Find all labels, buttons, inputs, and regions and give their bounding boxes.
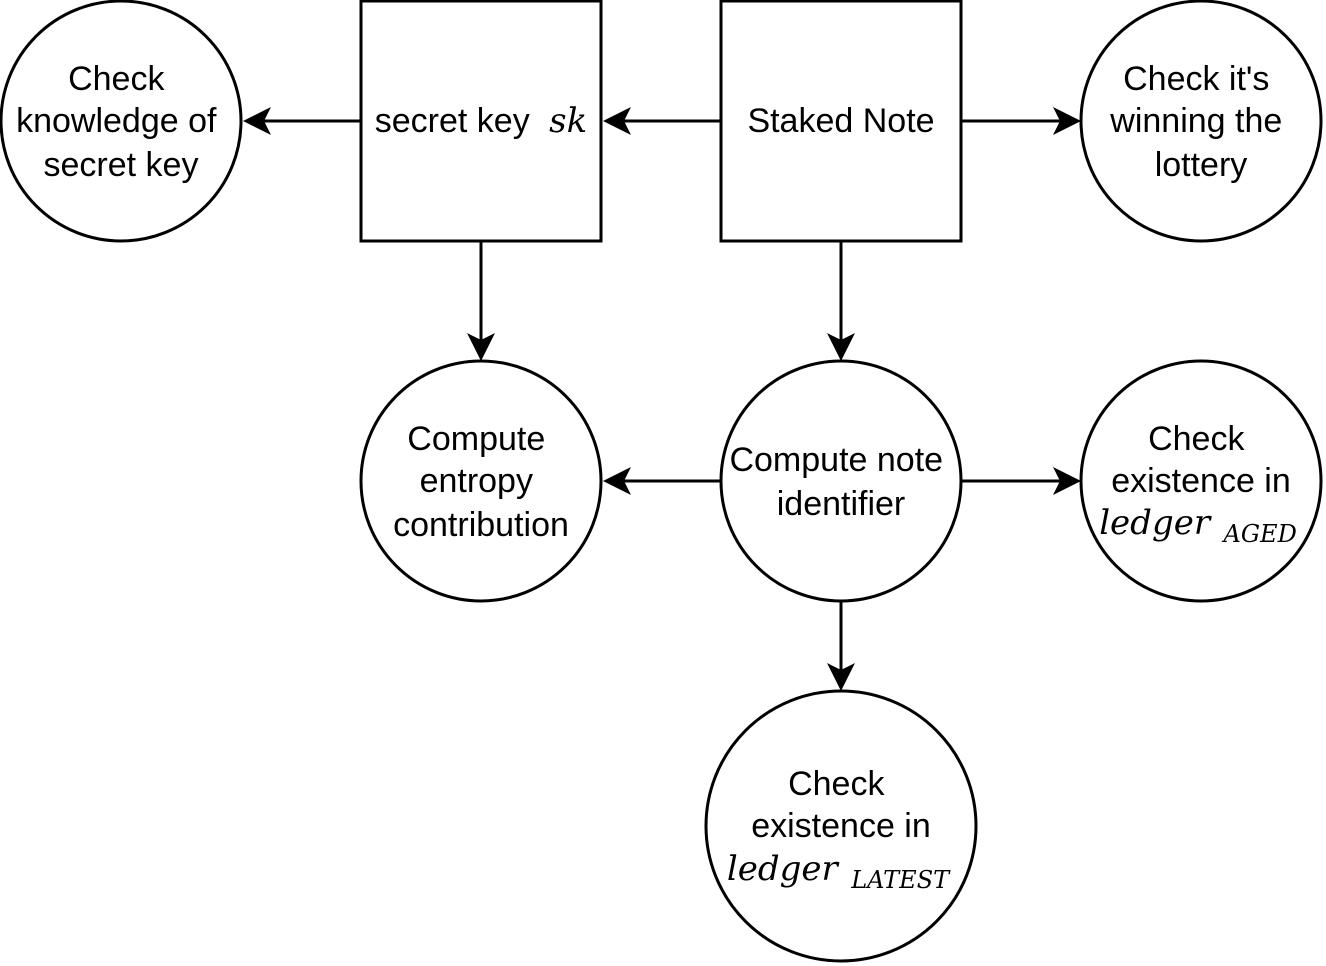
check-latest-math-sub: LATEST (850, 866, 951, 894)
node-staked-note: Staked Note (719, 0, 963, 243)
edge-staked-note-to-compute-note-id (827, 241, 855, 361)
svg-text:Check existence in: Check existence in (1111, 420, 1291, 500)
node-check-aged: Check existence in ledger AGED (1079, 359, 1323, 603)
edges (243, 107, 1081, 691)
node-compute-note-id: Compute note identifier (719, 359, 963, 603)
check-knowledge-line-2: knowledge of (16, 102, 217, 140)
svg-text:ledger LATEST: ledger LATEST (727, 849, 951, 894)
edge-compute-note-id-to-check-latest (827, 601, 855, 691)
edge-staked-note-to-secret-key (603, 107, 721, 135)
check-latest-math: ledger (727, 849, 840, 889)
compute-note-id-line-1: Compute note (729, 441, 943, 479)
svg-text:ledger AGED: ledger AGED (1099, 503, 1297, 548)
edge-compute-note-id-to-check-aged (961, 467, 1081, 495)
svg-text:secret key sk: secret key sk (375, 101, 587, 141)
secret-key-label: secret key (375, 102, 530, 140)
edge-compute-note-id-to-compute-entropy (603, 467, 721, 495)
staked-note-label: Staked Note (747, 102, 934, 140)
check-knowledge-line-3: secret key (44, 146, 199, 184)
svg-text:Check it's winning the: Check it's winning the lottery (1109, 60, 1291, 184)
check-aged-math-sub: AGED (1222, 520, 1297, 548)
compute-entropy-line-3: contribution (393, 506, 569, 544)
edge-secret-key-to-compute-entropy (467, 241, 495, 361)
check-winning-line-2: winning the (1109, 102, 1282, 140)
check-latest-line-1: Check (788, 765, 885, 803)
compute-entropy-line-2: entropy (420, 462, 533, 500)
check-latest-line-2: existence in (751, 807, 931, 845)
compute-note-id-line-2: identifier (777, 485, 906, 523)
secret-key-math: sk (549, 101, 587, 141)
compute-entropy-line-1: Compute (407, 420, 545, 458)
check-aged-line-2: existence in (1111, 462, 1291, 500)
check-aged-line-1: Check (1148, 420, 1245, 458)
edge-staked-note-to-check-winning (961, 107, 1081, 135)
node-compute-entropy: Compute entropy contribution (359, 359, 603, 603)
node-secret-key: secret key sk (359, 0, 603, 243)
node-check-latest: Check existence in ledger LATEST (704, 689, 978, 963)
node-check-knowledge: Check knowledge of secret key (0, 0, 243, 243)
svg-text:Check existence in: Check existence in (751, 765, 931, 845)
edge-secret-key-to-check-knowledge (243, 107, 361, 135)
node-check-winning: Check it's winning the lottery (1079, 0, 1323, 243)
svg-text:Compute entropy co: Compute entropy contribution (393, 420, 569, 544)
check-knowledge-line-1: Check (68, 60, 165, 98)
svg-text:Compute note identifier: Compute note identifier (729, 441, 952, 523)
svg-text:Check knowledge of: Check knowledge of secret key (16, 60, 226, 184)
check-winning-line-1: Check it's (1123, 60, 1269, 98)
check-aged-math: ledger (1099, 503, 1212, 543)
check-winning-line-3: lottery (1155, 146, 1248, 184)
